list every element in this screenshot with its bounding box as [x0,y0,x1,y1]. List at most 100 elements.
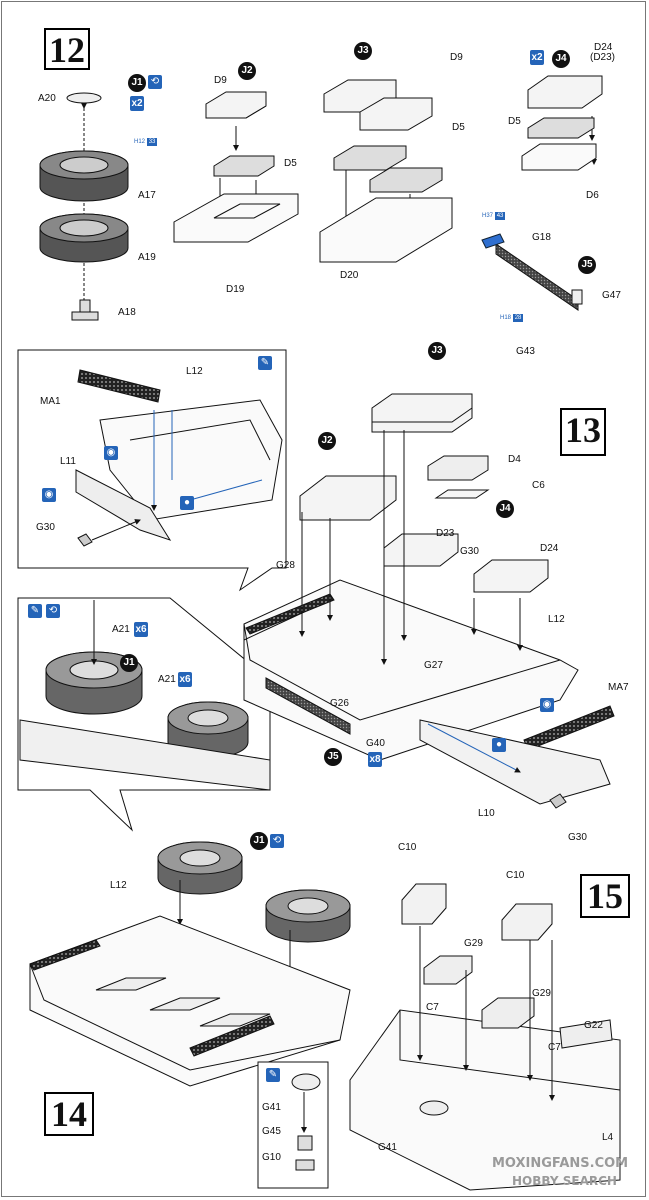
part-c7-right [481,997,535,1029]
part-j2-box [299,475,397,521]
part-label: D5 [508,116,521,127]
part-label: C7 [426,1002,439,1013]
step-number-15: 15 [580,874,630,918]
part-label: (D23) [590,52,616,63]
paint-ref-value: 33 [146,138,158,146]
part-label: L10 [478,808,495,819]
step14-mesh-left [29,939,101,971]
part-label: G30 [568,832,587,843]
subassembly-j3-step13: J3 [428,342,446,360]
option-icon: ◉ [104,446,118,460]
part-label: G47 [602,290,621,301]
subassembly-j1-step14: J1 [250,832,268,850]
step-number-14: 14 [44,1092,94,1136]
part-label: G29 [532,988,551,999]
part-label: G10 [262,1152,281,1163]
part-label: A19 [138,252,156,263]
glue-icon: ✎ [258,356,272,370]
watermark-brand: HOBBY SEARCH [512,1174,617,1188]
part-label: L11 [60,456,76,467]
part-d20-floor [319,197,453,263]
multiplier-badge: x2 [530,50,544,65]
watermark-site: MOXINGFANS.COM [492,1156,629,1171]
part-label: G29 [464,938,483,949]
option-icon: ◉ [42,488,56,502]
part-label: D4 [508,454,521,465]
paint-ref-value: 28 [512,314,524,322]
part-label: D5 [452,122,465,133]
part-label: C10 [398,842,417,853]
part-label: A20 [38,93,56,104]
paint-ref-icon: H12 33 [134,138,158,146]
part-d9-j2 [205,91,267,119]
part-label: D6 [586,190,599,201]
part-label: MA1 [40,396,61,407]
step-number-13: 13 [560,408,606,456]
part-label: G22 [584,1020,603,1031]
part-label: C6 [532,480,545,491]
part-label: L12 [548,614,565,625]
part-d9-j3-b [359,97,433,131]
part-label: L12 [110,880,127,891]
part-label: L4 [602,1132,614,1143]
subassembly-j4-step12: J4 [552,50,570,68]
part-label: D19 [226,284,245,295]
part-l12-deck-inset [99,399,283,521]
rotate-icon: ⟲ [46,604,60,618]
subassembly-j2-step13: J2 [318,432,336,450]
part-label: D9 [450,52,463,63]
part-c7-left [423,955,473,985]
part-label: G18 [532,232,551,243]
subassembly-j5-step13: J5 [324,748,342,766]
part-label: G28 [276,560,295,571]
part-label: D24 [594,42,613,53]
part-label: G41 [262,1102,281,1113]
subassembly-j4-step13: J4 [496,500,514,518]
part-g47-cap [571,289,583,305]
part-label: G27 [424,660,443,671]
part-a18-axle [71,299,99,321]
part-g41-cap [419,1100,449,1116]
part-ma7-mesh [523,705,615,751]
subassembly-j1-inset: J1 [120,654,138,672]
rotate-icon: ⟲ [148,75,162,89]
part-label: MA7 [608,682,629,693]
part-label: A18 [118,307,136,318]
subassembly-j5-step12: J5 [578,256,596,274]
part-label: A21 [158,674,176,685]
part-ma1-mesh [77,369,161,403]
step-number-12: 12 [44,28,90,70]
part-g43-rail [495,243,579,311]
part-label: G30 [460,546,479,557]
multiplier-badge: x8 [368,752,382,767]
part-a20-hubcap [66,92,102,104]
step14-mesh-right [189,1015,275,1057]
part-c6-plate [434,489,490,499]
part-label: G30 [36,522,55,533]
part-c10-left [401,883,447,925]
part-label: D24 [540,543,559,554]
part-d24-j4 [527,75,603,109]
part-d5-j4 [527,117,595,139]
part-label: D5 [284,158,297,169]
subassembly-j1-step12: J1 [128,74,146,92]
part-label: A21 [112,624,130,635]
multiplier-badge: x2 [130,96,144,111]
cement-drop-icon: ● [492,738,506,752]
part-label: L12 [186,366,203,377]
part-label: G41 [378,1142,397,1153]
part-g18-lamp [481,233,505,249]
rotate-icon: ⟲ [270,834,284,848]
part-d24-box [473,559,549,593]
part-l10-plate [419,719,611,805]
paint-ref-icon: H37 43 [482,212,506,220]
part-j5-rail-main [265,677,351,735]
part-label: G40 [366,738,385,749]
part-g22-strip [559,1019,613,1049]
part-d6-j4 [521,143,597,171]
option-icon: ◉ [540,698,554,712]
part-label: C10 [506,870,525,881]
